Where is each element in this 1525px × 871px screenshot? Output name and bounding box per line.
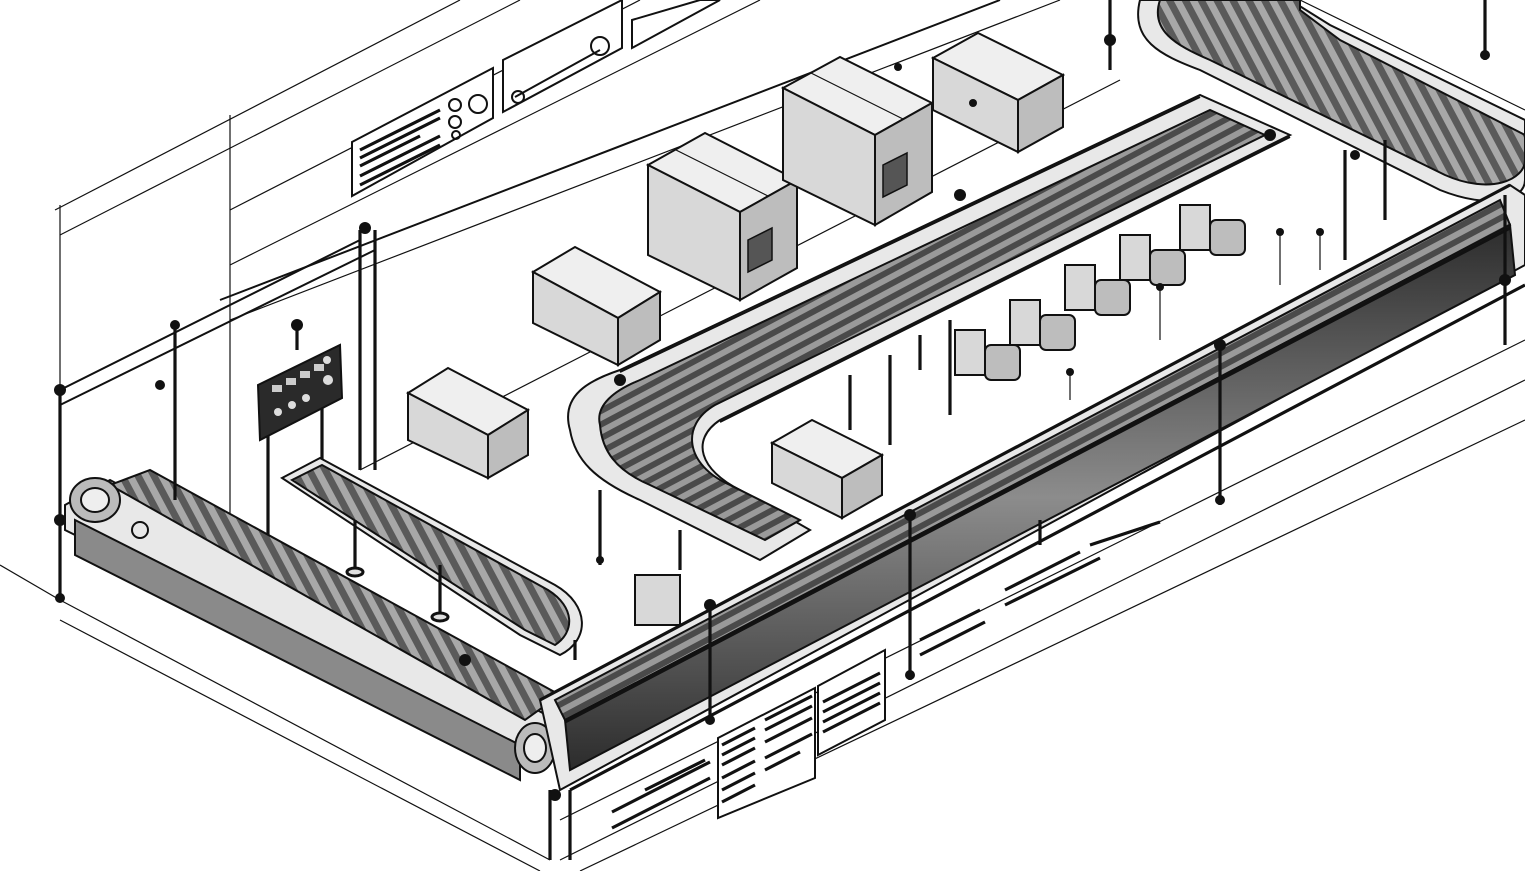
sensor-module bbox=[1064, 264, 1131, 316]
wall-panel-top bbox=[631, 0, 721, 50]
control-panel bbox=[256, 325, 344, 535]
sensor-module bbox=[1119, 234, 1186, 286]
floor-note-4 bbox=[919, 520, 1161, 657]
short-roller-conveyor bbox=[280, 456, 583, 660]
sensor-modules bbox=[954, 204, 1324, 400]
main-lower-conveyor bbox=[58, 230, 572, 860]
sensor-module bbox=[954, 329, 1021, 381]
serpentine-conveyor bbox=[567, 93, 1293, 562]
serpentine-legs bbox=[598, 140, 1387, 570]
floor-note-2 bbox=[717, 686, 816, 820]
wall-diagram-panel bbox=[502, 0, 623, 114]
long-front-conveyor bbox=[538, 183, 1525, 792]
open-crate-1 bbox=[405, 366, 531, 480]
sensor-module bbox=[1179, 204, 1246, 256]
small-drive-unit bbox=[634, 574, 681, 626]
small-box-on-belt bbox=[769, 418, 885, 520]
closed-box-1 bbox=[645, 131, 800, 302]
drive-motor-left bbox=[69, 477, 149, 539]
frame-connector-nodes bbox=[54, 34, 1511, 801]
floor-note-3 bbox=[817, 648, 886, 757]
wall-spec-panel bbox=[351, 66, 494, 198]
closed-box-2 bbox=[780, 55, 935, 227]
open-crate-2 bbox=[530, 245, 663, 367]
sensor-module bbox=[1009, 299, 1076, 351]
floor-note-1 bbox=[611, 758, 711, 830]
open-crate-3 bbox=[930, 31, 1066, 154]
